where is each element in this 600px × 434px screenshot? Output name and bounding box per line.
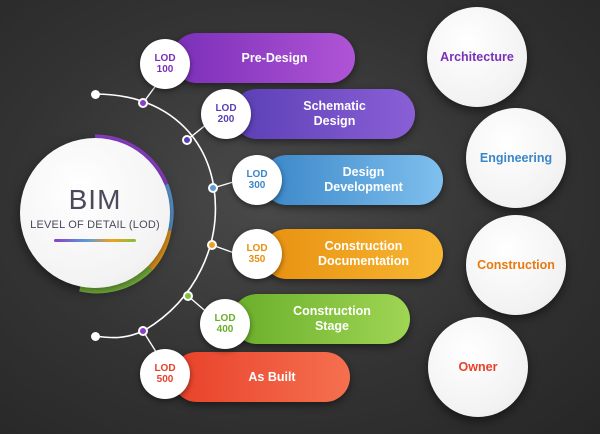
hub-arc-green [79,265,153,294]
lod-400-label: Construction Stage [293,304,371,333]
lod-200-label: Schematic Design [303,99,366,128]
role-engineering: Engineering [466,108,566,208]
hub-subtitle: LEVEL OF DETAIL (LOD) [30,218,160,231]
junction-dot-350 [207,240,217,250]
lod-500-pill: As Built [172,352,350,402]
lod-300-pill: Design Development [262,155,443,205]
junction-dot-200 [182,135,192,145]
role-owner: Owner [428,317,528,417]
spine-start-dot [91,90,100,99]
hub-arc-orange [147,229,172,271]
hub-underline [54,238,136,242]
bim-hub-circle: BIM LEVEL OF DETAIL (LOD) [20,138,170,288]
lod-300-label: Design Development [324,165,403,194]
spine-curve [94,93,217,339]
lod-350-pill: Construction Documentation [262,229,443,279]
lod-500-badge: LOD 500 [140,349,190,399]
hub-title: BIM [68,183,122,215]
lod-100-label: Pre-Design [241,50,308,65]
lod-400-pill: Construction Stage [232,294,410,344]
lod-500-label: As Built [248,369,296,384]
lod-200-pill: Schematic Design [232,89,415,139]
lod-200-badge: LOD 200 [201,89,251,139]
junction-dot-400 [183,291,193,301]
lod-300-badge: LOD 300 [232,155,282,205]
lod-350-label: Construction Documentation [318,239,409,268]
role-architecture: Architecture [427,7,527,107]
lod-100-pill: Pre-Design [172,33,355,83]
lod-400-badge: LOD 400 [200,299,250,349]
role-construction: Construction [466,215,566,315]
junction-dot-500 [138,326,148,336]
junction-dot-300 [208,183,218,193]
lod-350-badge: LOD 350 [232,229,282,279]
lod-100-badge: LOD 100 [140,39,190,89]
spine-end-dot [91,332,100,341]
junction-dot-100 [138,98,148,108]
